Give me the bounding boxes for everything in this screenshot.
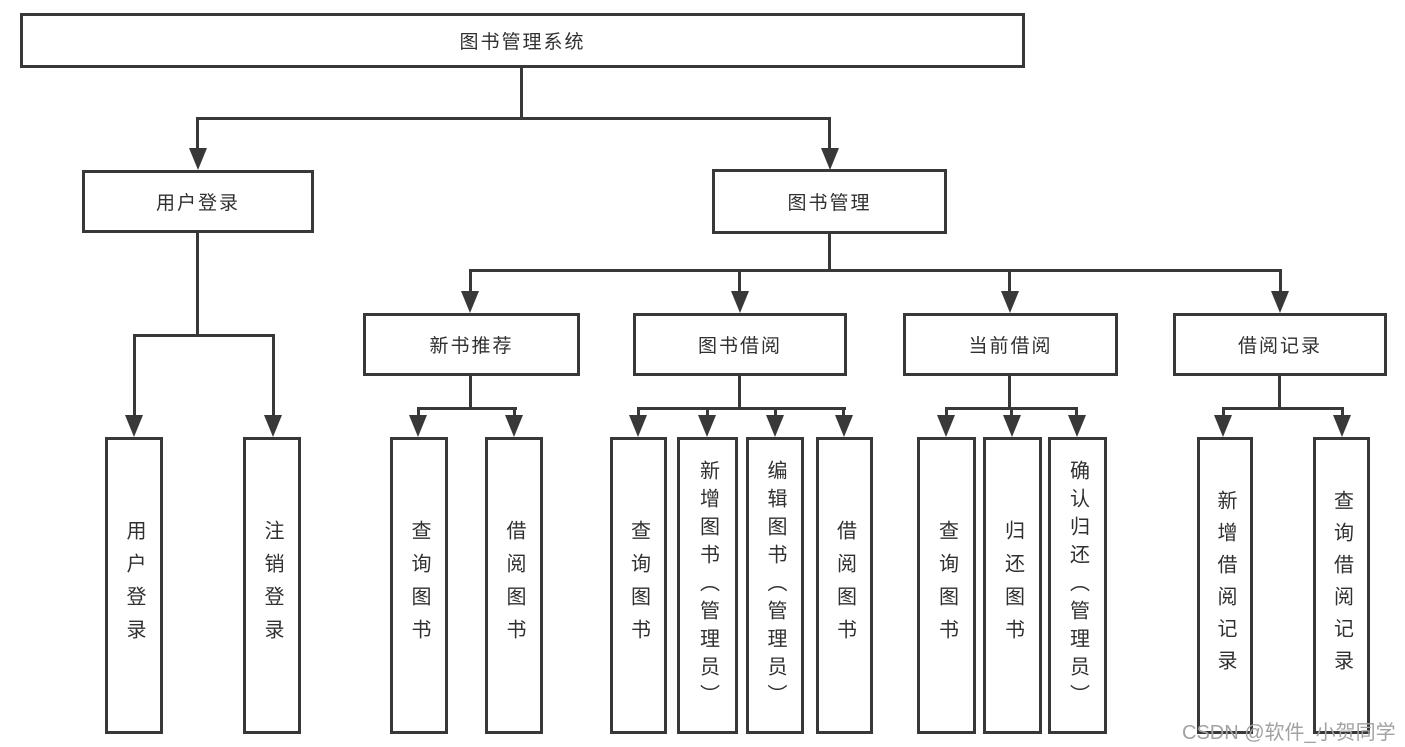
leaf-query-book-recommend-label: 查询图书 xyxy=(408,519,430,652)
arrowhead-down xyxy=(461,291,479,313)
leaf-add-borrow-record: 新增借阅记录 xyxy=(1197,437,1253,734)
connector-line xyxy=(513,407,516,419)
leaf-return-book: 归还图书 xyxy=(983,437,1042,734)
leaf-borrow-book: 借阅图书 xyxy=(816,437,873,734)
arrowhead-down xyxy=(731,291,749,313)
leaf-borrow-book-recommend-label: 借阅图书 xyxy=(503,519,525,652)
connector-line xyxy=(637,407,640,419)
node-borrow-record-label: 借阅记录 xyxy=(1237,336,1322,357)
connector-line xyxy=(1222,407,1344,410)
arrowhead-down xyxy=(264,415,282,437)
connector-line xyxy=(469,376,472,410)
connector-line xyxy=(469,269,1282,272)
connector-line xyxy=(1222,407,1225,419)
arrowhead-down xyxy=(1001,291,1019,313)
leaf-confirm-return-admin: 确认归还（管理员） xyxy=(1048,437,1107,734)
arrowhead-down xyxy=(1003,415,1021,437)
connector-line xyxy=(945,407,948,419)
node-user-login-label: 用户登录 xyxy=(155,193,240,214)
node-book-management-label: 图书管理 xyxy=(787,193,872,214)
node-user-login: 用户登录 xyxy=(82,170,314,233)
connector-line xyxy=(197,117,831,120)
connector-line xyxy=(133,334,136,419)
arrowhead-down xyxy=(505,415,523,437)
node-current-borrow: 当前借阅 xyxy=(903,313,1118,376)
arrowhead-down xyxy=(1271,291,1289,313)
leaf-borrow-book-label: 借阅图书 xyxy=(833,519,856,652)
connector-line xyxy=(1278,376,1281,410)
leaf-query-borrow-record: 查询借阅记录 xyxy=(1313,437,1370,734)
arrowhead-down xyxy=(1214,415,1232,437)
node-system-root-label: 图书管理系统 xyxy=(459,32,586,53)
connector-line xyxy=(196,233,199,336)
connector-line xyxy=(706,407,709,419)
arrowhead-down xyxy=(189,148,207,170)
arrowhead-down xyxy=(1333,415,1351,437)
leaf-logout: 注销登录 xyxy=(243,437,301,734)
connector-line xyxy=(417,407,517,410)
connector-line xyxy=(828,234,831,270)
leaf-add-book-admin-label: 新增图书（管理员） xyxy=(696,459,719,712)
leaf-query-book-borrow-label: 查询图书 xyxy=(627,519,650,652)
connector-line xyxy=(738,376,741,410)
arrowhead-down xyxy=(409,415,427,437)
leaf-query-book-current-label: 查询图书 xyxy=(935,519,958,652)
leaf-query-book-current: 查询图书 xyxy=(917,437,976,734)
leaf-borrow-book-recommend: 借阅图书 xyxy=(485,437,543,734)
node-book-management: 图书管理 xyxy=(712,169,947,234)
connector-line xyxy=(469,269,472,295)
connector-line xyxy=(520,68,523,119)
node-new-book-recommend: 新书推荐 xyxy=(363,313,580,376)
leaf-confirm-return-admin-label: 确认归还（管理员） xyxy=(1066,459,1089,712)
connector-line xyxy=(1341,407,1344,419)
arrowhead-down xyxy=(937,415,955,437)
node-borrow-record: 借阅记录 xyxy=(1173,313,1387,376)
leaf-add-borrow-record-label: 新增借阅记录 xyxy=(1214,489,1236,682)
leaf-query-borrow-record-label: 查询借阅记录 xyxy=(1330,489,1353,682)
connector-line xyxy=(196,117,199,152)
leaf-logout-label: 注销登录 xyxy=(261,519,283,652)
connector-line xyxy=(842,407,845,419)
connector-line xyxy=(1008,269,1011,295)
node-book-borrow: 图书借阅 xyxy=(633,313,847,376)
connector-line xyxy=(637,407,846,410)
leaf-query-book-borrow: 查询图书 xyxy=(610,437,667,734)
connector-line xyxy=(417,407,420,419)
leaf-edit-book-admin-label: 编辑图书（管理员） xyxy=(764,459,786,712)
connector-line xyxy=(774,407,777,419)
arrowhead-down xyxy=(766,415,784,437)
arrowhead-down xyxy=(835,415,853,437)
node-book-borrow-label: 图书借阅 xyxy=(697,336,782,357)
connector-line xyxy=(1010,407,1013,419)
connector-line xyxy=(738,269,741,295)
leaf-user-login: 用户登录 xyxy=(105,437,163,734)
arrowhead-down xyxy=(821,148,839,170)
leaf-return-book-label: 归还图书 xyxy=(1001,519,1024,652)
csdn-watermark: CSDN @软件_小贺同学 xyxy=(1182,722,1396,744)
node-current-borrow-label: 当前借阅 xyxy=(968,336,1053,357)
arrowhead-down xyxy=(629,415,647,437)
connector-line xyxy=(272,334,275,419)
leaf-add-book-admin: 新增图书（管理员） xyxy=(677,437,738,734)
connector-line xyxy=(133,334,274,337)
connector-line xyxy=(828,117,831,152)
connector-line xyxy=(1008,376,1011,410)
connector-line xyxy=(1075,407,1078,419)
arrowhead-down xyxy=(698,415,716,437)
connector-line xyxy=(1279,269,1282,295)
arrowhead-down xyxy=(125,415,143,437)
node-new-book-recommend-label: 新书推荐 xyxy=(429,336,514,357)
leaf-query-book-recommend: 查询图书 xyxy=(390,437,448,734)
node-system-root: 图书管理系统 xyxy=(20,13,1025,68)
leaf-user-login-label: 用户登录 xyxy=(123,519,145,652)
leaf-edit-book-admin: 编辑图书（管理员） xyxy=(746,437,804,734)
arrowhead-down xyxy=(1068,415,1086,437)
